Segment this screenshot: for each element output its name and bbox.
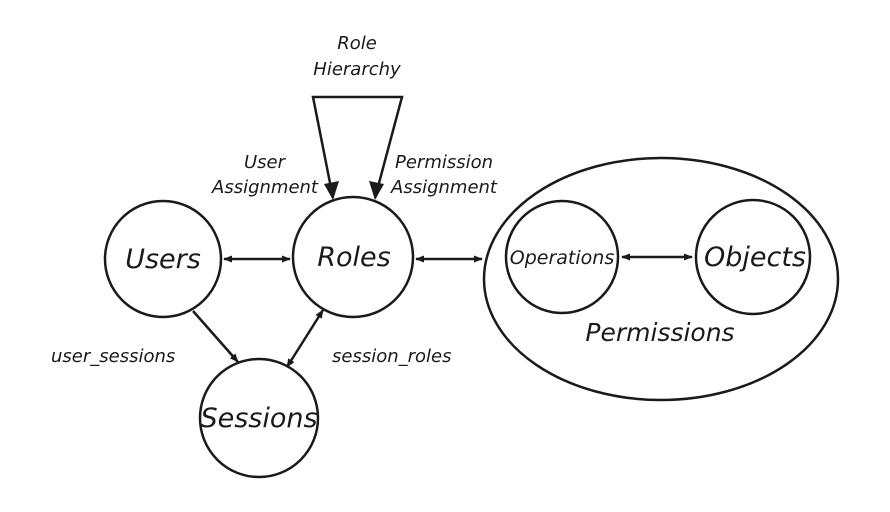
role-hierarchy-loop: [311, 95, 404, 199]
permissions-group: [482, 156, 840, 402]
permissions-group-label: Permissions: [585, 318, 734, 347]
sessions-node: [198, 357, 320, 479]
users-node: [103, 199, 223, 319]
sessions-roles-edge: [285, 309, 325, 368]
users-sessions-edge: [192, 310, 239, 363]
operations-node: [504, 199, 620, 315]
roles-label: Roles: [317, 242, 390, 273]
user-sessions-label: user_sessions: [51, 346, 175, 367]
objects-node: [694, 198, 812, 316]
operations-label: Operations: [510, 247, 615, 269]
session-roles-label: session_roles: [332, 346, 452, 367]
sessions-label: Sessions: [200, 403, 317, 434]
objects-label: Objects: [704, 242, 806, 273]
role-hierarchy-label-line2: Hierarchy: [313, 59, 401, 80]
user-assignment-label-line1: User: [244, 152, 287, 173]
permission-assignment-label-line1: Permission: [395, 152, 493, 173]
role-hierarchy-label-line1: Role: [337, 33, 377, 54]
permission-assignment-label-line2: Assignment: [390, 177, 498, 198]
users-label: Users: [125, 244, 201, 275]
role-hierarchy-arrowhead-left: [324, 181, 339, 200]
role-hierarchy-arrowhead-right: [369, 181, 384, 200]
roles-node: [291, 195, 415, 319]
user-assignment-label-line2: Assignment: [211, 177, 319, 198]
